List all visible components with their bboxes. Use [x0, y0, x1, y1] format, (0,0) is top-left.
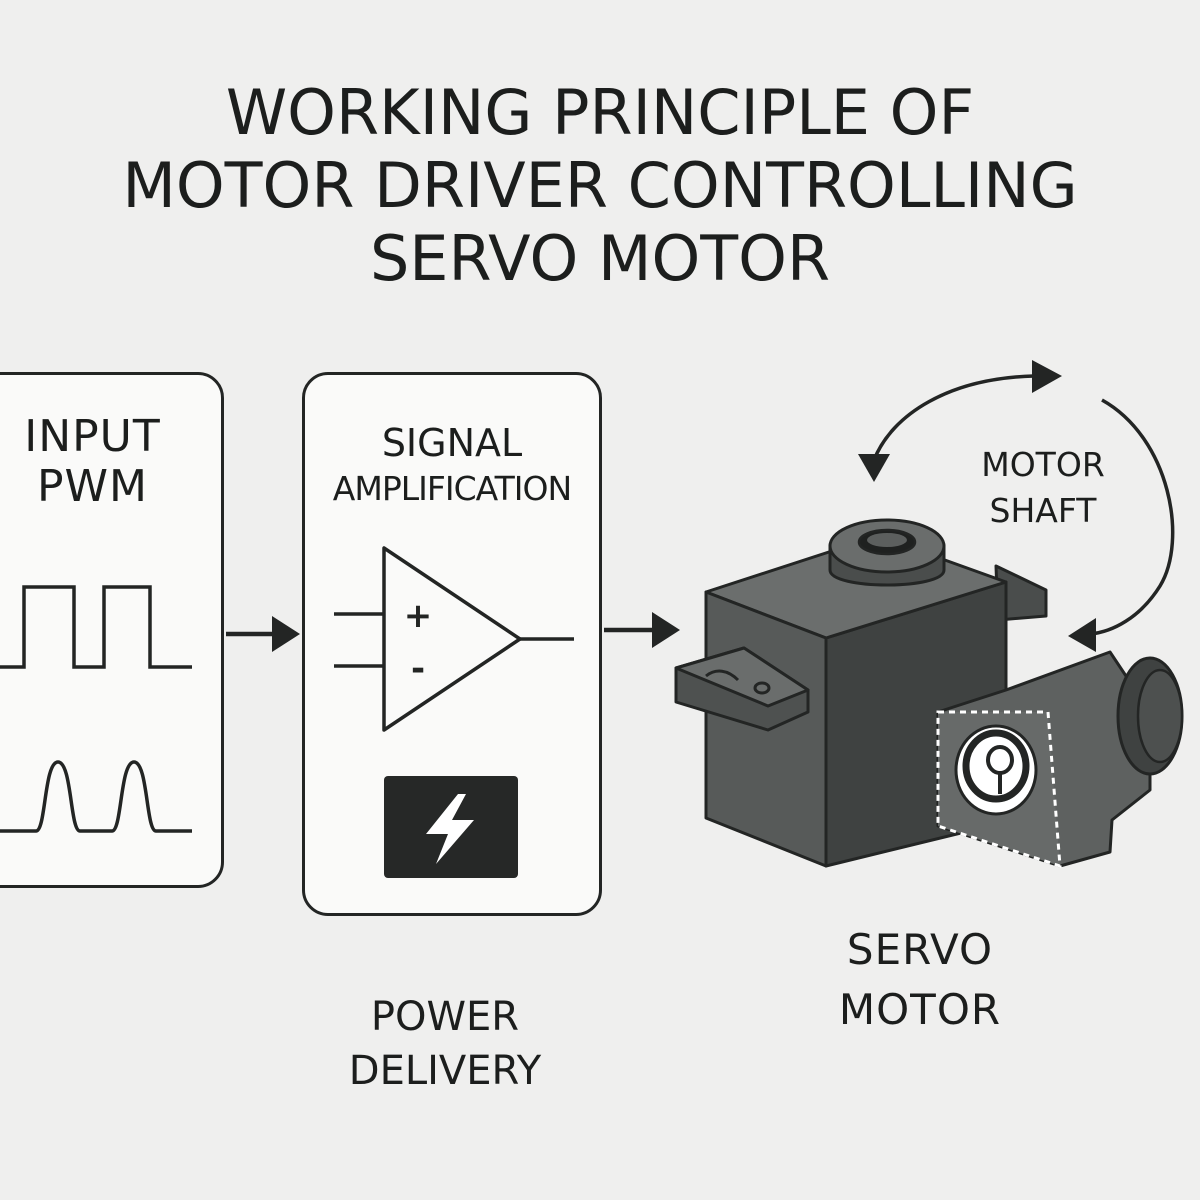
servo-motor-label-line-1: SERVO: [846, 925, 994, 974]
input-pwm-label: INPUT PWM: [0, 412, 185, 512]
title-line-2: MOTOR DRIVER CONTROLLING: [122, 149, 1078, 222]
square-wave-icon: [0, 585, 192, 669]
input-pwm-label-line-1: INPUT: [24, 411, 161, 462]
servo-motor-label-line-2: MOTOR: [838, 985, 1002, 1034]
power-delivery-label: POWER DELIVERY: [300, 990, 590, 1098]
op-amp-minus-sign: -: [411, 649, 425, 689]
title-line-1: WORKING PRINCIPLE OF: [225, 76, 975, 149]
rotation-arrow-right-icon: [1068, 398, 1175, 652]
motor-shaft-label-line-1: MOTOR: [981, 445, 1105, 484]
signal-amplification-label: SIGNAL AMPLIFICATION: [302, 420, 602, 512]
servo-motor-label: SERVO MOTOR: [800, 920, 1040, 1040]
servo-motor-illustration: [674, 518, 1184, 869]
op-amp-plus-sign: +: [404, 596, 433, 636]
rotation-arrow-top-icon: [858, 360, 1062, 482]
title-line-3: SERVO MOTOR: [369, 222, 831, 295]
signal-amplification-label-line-2: AMPLIFICATION: [332, 469, 572, 508]
power-delivery-label-line-1: POWER: [370, 994, 520, 1040]
signal-amplification-label-line-1: SIGNAL: [381, 421, 523, 465]
motor-shaft-label-line-2: SHAFT: [989, 491, 1097, 530]
diagram-title: WORKING PRINCIPLE OF MOTOR DRIVER CONTRO…: [0, 82, 1200, 301]
input-pwm-label-line-2: PWM: [36, 461, 148, 512]
lightning-bolt-icon: [384, 776, 518, 878]
power-delivery-label-line-2: DELIVERY: [348, 1048, 542, 1094]
motor-shaft-label: MOTOR SHAFT: [950, 442, 1136, 534]
op-amp-icon: [334, 546, 574, 732]
input-pwm-box: [0, 372, 224, 888]
arrow-amplifier-to-servo: [604, 612, 680, 648]
arrow-input-to-amplifier: [226, 616, 300, 652]
pulse-wave-icon: [0, 760, 192, 833]
